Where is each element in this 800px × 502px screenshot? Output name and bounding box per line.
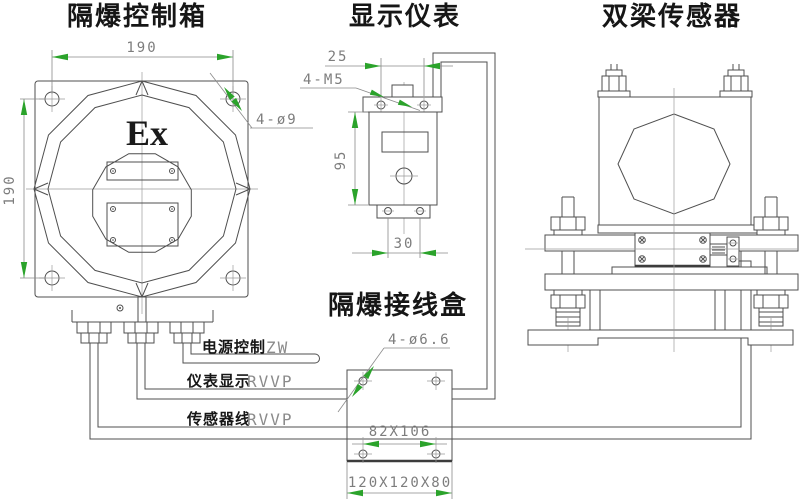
control-box-title: 隔爆控制箱 <box>67 1 207 31</box>
lid-clamp-notches <box>33 80 251 298</box>
ex-marking: Ex <box>126 113 168 153</box>
svg-text:4-M5: 4-M5 <box>303 72 345 88</box>
sensor-top-block <box>598 96 752 226</box>
dim-82x106: 82X106 <box>352 424 447 448</box>
sensor-base-plate <box>611 266 768 275</box>
dim-25: 25 <box>325 49 453 96</box>
cable-gland-sensor <box>76 321 112 344</box>
cable-routing: 电源控制 ZW 仪表显示 RVVP 传感器线 RVVP <box>89 52 752 440</box>
dim-190-horizontal: 190 <box>51 40 234 94</box>
junction-box-holes <box>354 372 445 463</box>
cable-label-sensor: 传感器线 <box>186 410 251 428</box>
sensor-lower-beam <box>544 273 799 291</box>
cable-code-power: ZW <box>266 338 289 357</box>
sensor-base-bar <box>527 329 794 346</box>
svg-text:95: 95 <box>333 150 349 171</box>
hole-callout-4d66: 4-ø6.6 <box>337 332 451 413</box>
dim-30: 30 <box>352 218 448 258</box>
nameplate-large <box>106 202 179 247</box>
cable-code-display: RVVP <box>247 372 294 391</box>
svg-text:82X106: 82X106 <box>369 424 432 440</box>
bottom-flange <box>71 297 214 323</box>
junction-box-title: 隔爆接线盒 <box>328 290 468 320</box>
meter-display-window <box>381 131 429 153</box>
svg-text:190: 190 <box>2 174 18 205</box>
svg-text:4-ø9: 4-ø9 <box>256 112 298 128</box>
meter-adjuster <box>390 167 418 185</box>
svg-text:120X120X80: 120X120X80 <box>348 475 452 491</box>
sensor-title: 双梁传感器 <box>602 1 742 31</box>
screw-callout-4m5: 4-M5 <box>300 72 421 111</box>
svg-text:30: 30 <box>394 236 415 252</box>
cable-label-power: 电源控制 <box>202 338 266 356</box>
nameplate-small <box>106 161 179 181</box>
display-cable <box>136 52 496 400</box>
sensor-drawing: 双梁传感器 <box>525 1 799 352</box>
hole-callout-4d9: 4-ø9 <box>209 72 313 129</box>
power-cable <box>182 341 320 364</box>
meter-top-bracket <box>362 84 443 113</box>
sensor-top-bolt-left <box>597 64 631 98</box>
junction-box-drawing: 隔爆接线盒 4-ø6.6 82X106 <box>328 290 468 499</box>
svg-text:25: 25 <box>328 49 349 65</box>
display-meter-drawing: 显示仪表 25 <box>300 1 461 258</box>
meter-case <box>368 111 438 206</box>
sensor-rod-right <box>753 196 789 352</box>
load-cell-screws <box>638 236 707 263</box>
svg-text:190: 190 <box>126 40 157 56</box>
dim-190-vertical: 190 <box>2 98 45 279</box>
cable-gland-display <box>123 321 159 344</box>
control-box-drawing: 隔爆控制箱 Ex <box>2 1 313 344</box>
cable-code-sensor: RVVP <box>247 410 294 429</box>
sensor-load-cell <box>634 232 740 268</box>
svg-text:4-ø6.6: 4-ø6.6 <box>388 332 451 348</box>
dim-120x120x80: 120X120X80 <box>346 462 453 499</box>
lid-cover <box>92 153 192 253</box>
lid-inner-ring <box>47 94 237 284</box>
sensor-top-bolt-right <box>719 64 753 98</box>
sensor-rod-left <box>550 196 586 352</box>
display-meter-title: 显示仪表 <box>349 1 461 31</box>
meter-bottom-bracket <box>376 204 431 219</box>
cable-label-display: 仪表显示 <box>186 372 251 390</box>
dim-95: 95 <box>333 111 368 206</box>
sensor-top-flange <box>597 224 759 234</box>
cable-gland-power <box>169 321 205 344</box>
